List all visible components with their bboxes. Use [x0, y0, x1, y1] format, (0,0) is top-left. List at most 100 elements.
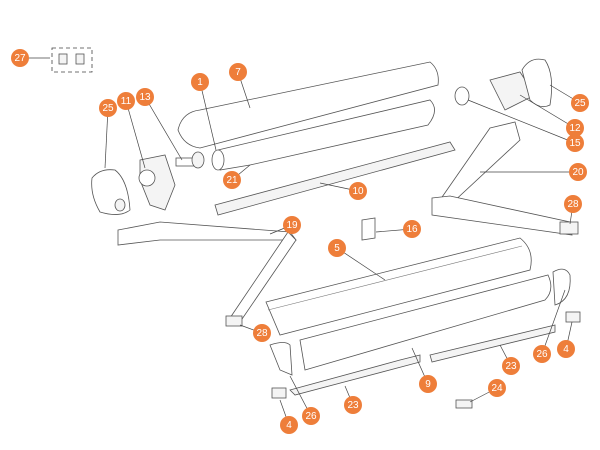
callout-circle	[533, 345, 551, 363]
callout-badge-10: 10	[349, 182, 367, 200]
callout-number: 27	[14, 53, 26, 64]
leader-line	[541, 289, 566, 355]
callout-circle	[223, 171, 241, 189]
leader-line	[144, 96, 183, 161]
front-bar	[269, 268, 571, 376]
cassette	[265, 237, 532, 336]
callout-badge-24: 24	[488, 379, 506, 397]
callout-number: 25	[574, 98, 586, 109]
callout-number: 16	[406, 224, 418, 235]
callout-badge-19: 19	[283, 216, 301, 234]
callout-badge-28: 28	[253, 324, 271, 342]
leader-line	[519, 94, 576, 129]
callout-number: 20	[572, 167, 584, 178]
callout-circle	[117, 92, 135, 110]
callout-number: 12	[569, 123, 581, 134]
callout-number: 15	[569, 138, 581, 149]
callout-circle	[571, 94, 589, 112]
callout-circle	[229, 63, 247, 81]
callout-badge-7: 7	[229, 63, 247, 81]
left-arm	[117, 221, 297, 327]
callout-badge-11: 11	[117, 92, 135, 110]
callout-badge-28: 28	[564, 195, 582, 213]
leader-line	[336, 247, 386, 281]
leader-line	[199, 81, 217, 151]
callout-circle	[191, 73, 209, 91]
leader-line	[125, 100, 146, 169]
callout-circle	[302, 407, 320, 425]
callout-circle	[403, 220, 421, 238]
callout-badge-21: 21	[223, 171, 241, 189]
leader-line	[467, 99, 576, 144]
callout-number: 28	[256, 328, 268, 339]
callout-badge-25: 25	[99, 99, 117, 117]
callout-number: 13	[139, 92, 151, 103]
callout-number: 19	[286, 220, 298, 231]
callout-number: 1	[197, 77, 203, 88]
sliding-rails	[289, 324, 556, 396]
callout-badge-4: 4	[280, 416, 298, 434]
callout-number: 23	[505, 361, 517, 372]
accessory-kit	[51, 47, 93, 73]
callout-circle	[328, 239, 346, 257]
callout-circle	[569, 163, 587, 181]
roller-tube	[211, 99, 435, 171]
mounting-brackets	[271, 311, 581, 409]
callout-circle	[502, 357, 520, 375]
callout-circle	[283, 216, 301, 234]
callout-circle	[280, 416, 298, 434]
callout-circle	[564, 195, 582, 213]
callout-badge-15: 15	[566, 134, 584, 152]
callout-number: 23	[347, 400, 359, 411]
callout-badge-12: 12	[566, 119, 584, 137]
right-arm	[431, 121, 579, 236]
callout-badge-26: 26	[302, 407, 320, 425]
end-plug	[175, 151, 205, 169]
callout-number: 26	[305, 411, 317, 422]
callout-circle	[99, 99, 117, 117]
callout-number: 24	[491, 383, 503, 394]
callout-number: 11	[121, 96, 132, 107]
callout-badge-20: 20	[569, 163, 587, 181]
callout-badge-26: 26	[533, 345, 551, 363]
callout-badge-5: 5	[328, 239, 346, 257]
callout-badge-9: 9	[419, 375, 437, 393]
callout-badge-16: 16	[403, 220, 421, 238]
callout-circle	[557, 340, 575, 358]
leader-line	[104, 107, 109, 169]
callout-badge-23: 23	[502, 357, 520, 375]
callout-circle	[566, 134, 584, 152]
callout-number: 9	[425, 379, 431, 390]
motor-bracket	[138, 154, 176, 211]
callout-number: 10	[352, 186, 364, 197]
cover-tube	[177, 61, 439, 149]
front-profile	[214, 141, 456, 216]
callout-badge-27: 27	[11, 49, 29, 67]
left-end-cap	[91, 169, 131, 215]
callout-number: 5	[334, 243, 340, 254]
callout-badge-1: 1	[191, 73, 209, 91]
callout-circle	[349, 182, 367, 200]
callout-badge-23: 23	[344, 396, 362, 414]
callout-number: 7	[235, 67, 241, 78]
callout-number: 4	[286, 420, 292, 431]
right-drive-mechanism	[454, 71, 536, 111]
clip	[361, 217, 376, 241]
callout-number: 28	[567, 199, 579, 210]
callout-badge-13: 13	[136, 88, 154, 106]
callout-number: 4	[563, 344, 569, 355]
callout-circle	[566, 119, 584, 137]
callout-badge-4: 4	[557, 340, 575, 358]
callout-circle	[419, 375, 437, 393]
callout-number: 26	[536, 349, 548, 360]
callout-number: 25	[102, 103, 114, 114]
callout-circle	[136, 88, 154, 106]
callout-badge-25: 25	[571, 94, 589, 112]
callout-circle	[11, 49, 29, 67]
callout-circle	[488, 379, 506, 397]
callout-number: 21	[226, 175, 238, 186]
callout-circle	[344, 396, 362, 414]
